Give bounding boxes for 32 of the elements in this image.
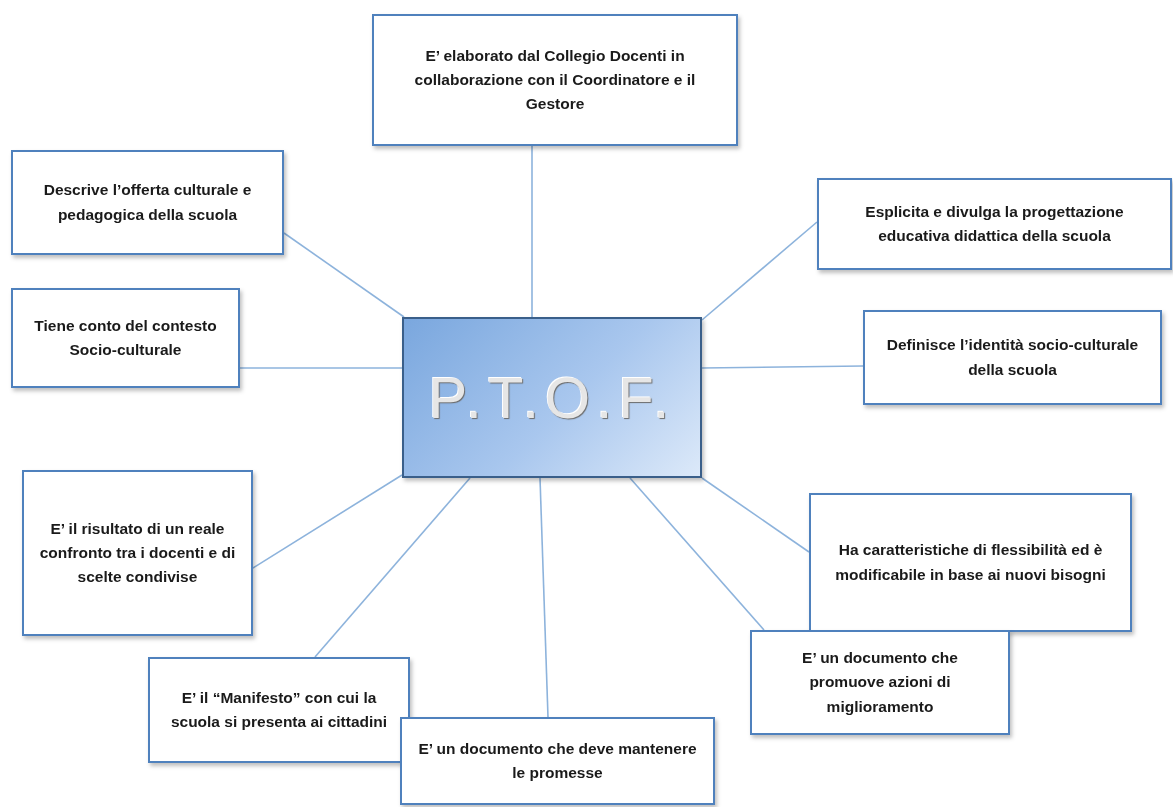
title-text: P.T.O.F. <box>427 368 677 427</box>
text-box <box>11 288 240 388</box>
box-text: E’ il “Manifesto” con cui la scuola si presenta ai cittadini <box>169 688 389 732</box>
text-box <box>148 657 410 763</box>
text-box <box>11 150 284 255</box>
connector-line <box>701 221 818 321</box>
box-text: Tiene conto del contesto Socio-culturale <box>33 316 218 360</box>
box-text: E’ un documento che promuove azioni di miglioramento <box>801 648 959 717</box>
box-text: Definisce l’identità socio-culturale della scuola <box>885 335 1140 380</box>
connector-line <box>314 477 471 658</box>
text-box <box>817 178 1172 270</box>
text-box <box>863 310 1162 405</box>
box-text: Descrive l’offerta culturale e pedagogica della scuola <box>42 180 253 225</box>
text-box <box>372 14 738 146</box>
text-box <box>22 470 253 636</box>
box-text: E’ elaborato dal Collegio Docenti in collaborazione con il Coordinatore e il Gestore <box>413 45 697 114</box>
connector-line <box>539 477 549 718</box>
box-text: Esplicita e divulga la progettazione educativa didattica della scuola <box>864 202 1125 246</box>
box-text: Ha caratteristiche di flessibilità ed è modificabile in base ai nuovi bisogni <box>834 540 1107 585</box>
connector-line <box>629 477 765 631</box>
connector-line <box>701 365 864 369</box>
box-text: E’ un documento che deve mantenere le promesse <box>417 739 698 783</box>
connector-line <box>531 145 533 318</box>
connector-line <box>239 367 403 369</box>
box-text: E’ il risultato di un reale confronto tra i docenti e di scelte condivise <box>38 518 237 587</box>
text-box <box>400 717 715 805</box>
text-box <box>750 630 1010 735</box>
central-box <box>402 317 702 478</box>
connector-line <box>701 477 810 553</box>
text-box <box>809 493 1132 632</box>
connector-line <box>252 474 403 569</box>
connector-line <box>283 232 405 318</box>
